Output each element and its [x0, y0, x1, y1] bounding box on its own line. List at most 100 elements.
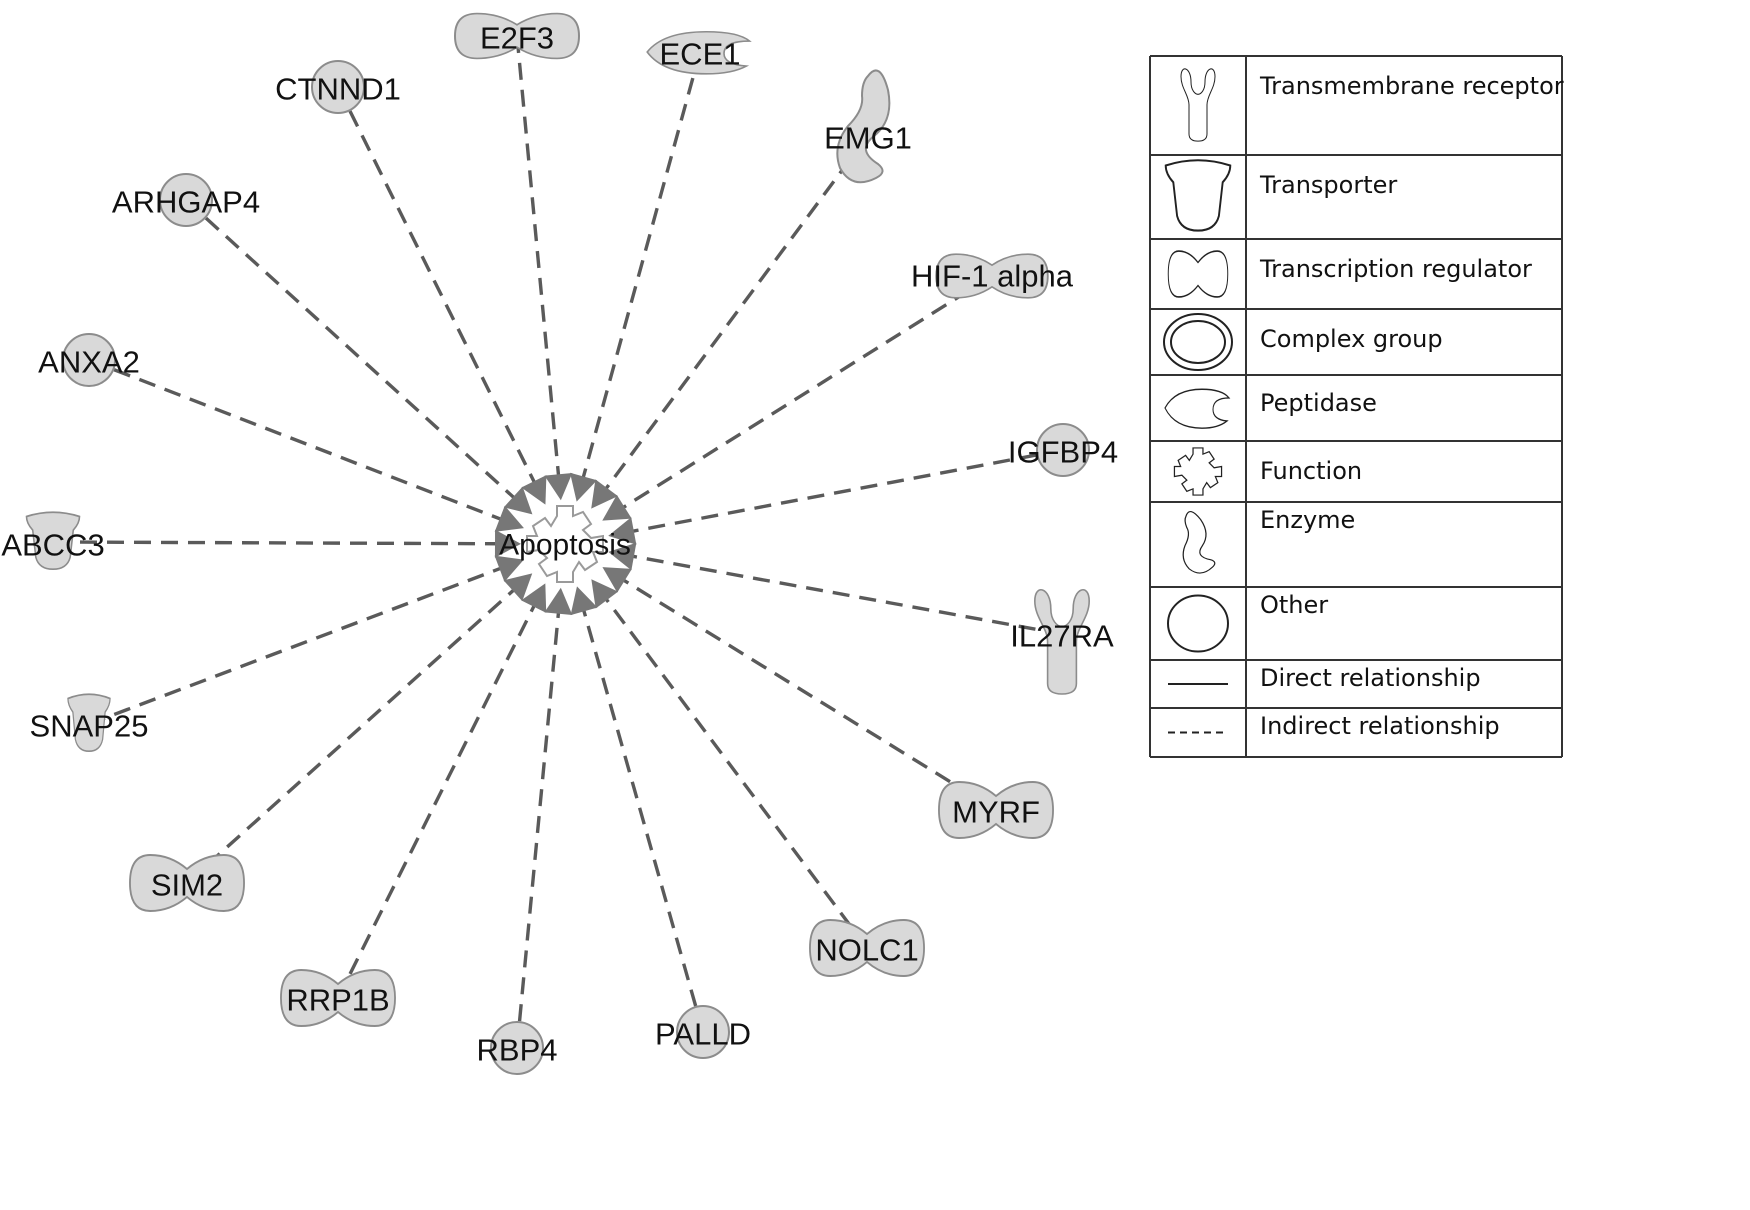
- legend-label: Peptidase: [1260, 389, 1377, 417]
- indirect-relationship-line: [336, 602, 538, 999]
- indirect-relationship-line: [629, 448, 1064, 534]
- node-label: RBP4: [477, 1033, 558, 1068]
- edge-hif1a-apoptosis: [602, 274, 993, 521]
- arrowhead: [544, 587, 573, 616]
- arrowhead: [608, 542, 637, 571]
- legend-row-function: Function: [1173, 447, 1362, 496]
- edge-rbp4-apoptosis: [515, 587, 573, 1049]
- indirect-relationship-line: [620, 577, 997, 812]
- node-rbp4[interactable]: RBP4: [477, 1021, 558, 1075]
- node-label: ANXA2: [38, 345, 140, 380]
- indirect-relationship-line: [515, 609, 561, 1049]
- node-igfbp4[interactable]: IGFBP4: [1008, 423, 1118, 477]
- arrowhead: [602, 567, 632, 593]
- edge-ctnnd1-apoptosis: [336, 86, 547, 505]
- node-label: IL27RA: [1010, 619, 1114, 654]
- legend-row-peptidase: Peptidase: [1164, 388, 1377, 429]
- legend-label: Transmembrane receptor: [1259, 72, 1564, 100]
- arrowhead: [602, 494, 632, 521]
- legend-row-other: Other: [1167, 591, 1328, 653]
- indirect-relationship-line: [603, 595, 869, 950]
- other-shape-icon: [62, 333, 116, 387]
- other-shape-icon: [490, 1021, 544, 1075]
- node-label: ECE1: [660, 37, 741, 72]
- legend-label: Function: [1260, 457, 1362, 485]
- edge-rrp1b-apoptosis: [336, 583, 547, 999]
- node-label: SNAP25: [30, 709, 149, 744]
- arrowhead: [521, 475, 547, 505]
- node-label: EMG1: [824, 121, 912, 156]
- edge-sim2-apoptosis: [185, 573, 533, 885]
- legend-row-transporter: Transporter: [1164, 159, 1397, 232]
- node-label: MYRF: [952, 795, 1040, 830]
- node-il27ra[interactable]: IL27RA: [1010, 588, 1114, 695]
- legend-label: Transporter: [1259, 171, 1397, 199]
- legend-label: Complex group: [1260, 325, 1443, 353]
- indirect-relationship-line: [581, 607, 705, 1033]
- arrowhead: [570, 472, 598, 502]
- transmembrane-receptor-icon: [1180, 68, 1216, 142]
- arrowhead: [494, 529, 522, 558]
- legend-label: Indirect relationship: [1260, 712, 1500, 740]
- other-icon: [1167, 594, 1229, 653]
- indirect-relationship-line: [88, 358, 505, 522]
- node-abcc3[interactable]: ABCC3: [1, 511, 105, 571]
- node-label: E2F3: [480, 21, 554, 56]
- indirect-relationship-line: [580, 51, 702, 481]
- transporter-icon: [1164, 159, 1232, 232]
- arrowhead: [570, 586, 598, 616]
- edge-il27ra-apoptosis: [608, 542, 1063, 636]
- legend-row-direct-relationship: Direct relationship: [1168, 664, 1481, 692]
- node-label: ARHGAP4: [112, 185, 260, 220]
- indirect-relationship-line: [629, 554, 1063, 636]
- edge-igfbp4-apoptosis: [608, 448, 1064, 545]
- edge-palld-apoptosis: [570, 586, 705, 1033]
- indirect-relationship-line: [602, 136, 868, 492]
- edge-nolc1-apoptosis: [591, 579, 869, 950]
- node-ece1[interactable]: ECE1: [646, 30, 751, 75]
- node-label: HIF-1 alpha: [911, 259, 1074, 294]
- node-apoptosis[interactable]: Apoptosis: [499, 505, 631, 583]
- node-ctnnd1[interactable]: CTNND1: [275, 60, 401, 114]
- node-rrp1b[interactable]: RRP1B: [279, 969, 397, 1027]
- node-myrf[interactable]: MYRF: [937, 781, 1055, 839]
- complex-group-inner-icon: [1170, 320, 1226, 364]
- indirect-relationship-line: [515, 35, 561, 479]
- arrowhead: [503, 573, 533, 602]
- legend-label: Other: [1260, 591, 1328, 619]
- legend-label: Enzyme: [1260, 506, 1355, 534]
- node-label: PALLD: [655, 1017, 751, 1052]
- legend-row-transmembrane-receptor: Transmembrane receptor: [1180, 68, 1564, 142]
- node-hif1a[interactable]: HIF-1 alpha: [911, 253, 1074, 299]
- indirect-relationship-line: [619, 274, 993, 511]
- node-emg1[interactable]: EMG1: [824, 69, 912, 184]
- node-label: SIM2: [151, 868, 223, 903]
- edge-arhgap4-apoptosis: [184, 198, 533, 515]
- other-shape-icon: [676, 1005, 730, 1059]
- legend: Transmembrane receptorTransporterTranscr…: [1149, 55, 1564, 758]
- node-nolc1[interactable]: NOLC1: [808, 919, 926, 977]
- node-sim2[interactable]: SIM2: [128, 854, 246, 912]
- arrowhead: [503, 486, 533, 515]
- other-shape-icon: [159, 173, 213, 227]
- center-node-label: Apoptosis: [499, 529, 631, 562]
- transcription-regulator-icon: [1167, 250, 1229, 298]
- node-anxa2[interactable]: ANXA2: [38, 333, 140, 387]
- arrowhead: [494, 505, 524, 532]
- node-label: ABCC3: [1, 528, 104, 563]
- node-palld[interactable]: PALLD: [655, 1005, 751, 1059]
- indirect-relationship-line: [336, 86, 538, 486]
- arrowhead: [544, 472, 573, 501]
- indirect-relationship-line: [185, 586, 518, 885]
- arrowhead: [494, 555, 524, 582]
- node-arhgap4[interactable]: ARHGAP4: [112, 173, 260, 227]
- other-shape-icon: [1036, 423, 1090, 477]
- node-label: CTNND1: [275, 72, 401, 107]
- edge-e2f3-apoptosis: [515, 35, 573, 501]
- node-label: NOLC1: [815, 933, 918, 968]
- node-e2f3[interactable]: E2F3: [454, 12, 580, 60]
- edge-ece1-apoptosis: [570, 51, 702, 502]
- node-snap25[interactable]: SNAP25: [30, 693, 149, 753]
- edge-abcc3-apoptosis: [52, 529, 522, 558]
